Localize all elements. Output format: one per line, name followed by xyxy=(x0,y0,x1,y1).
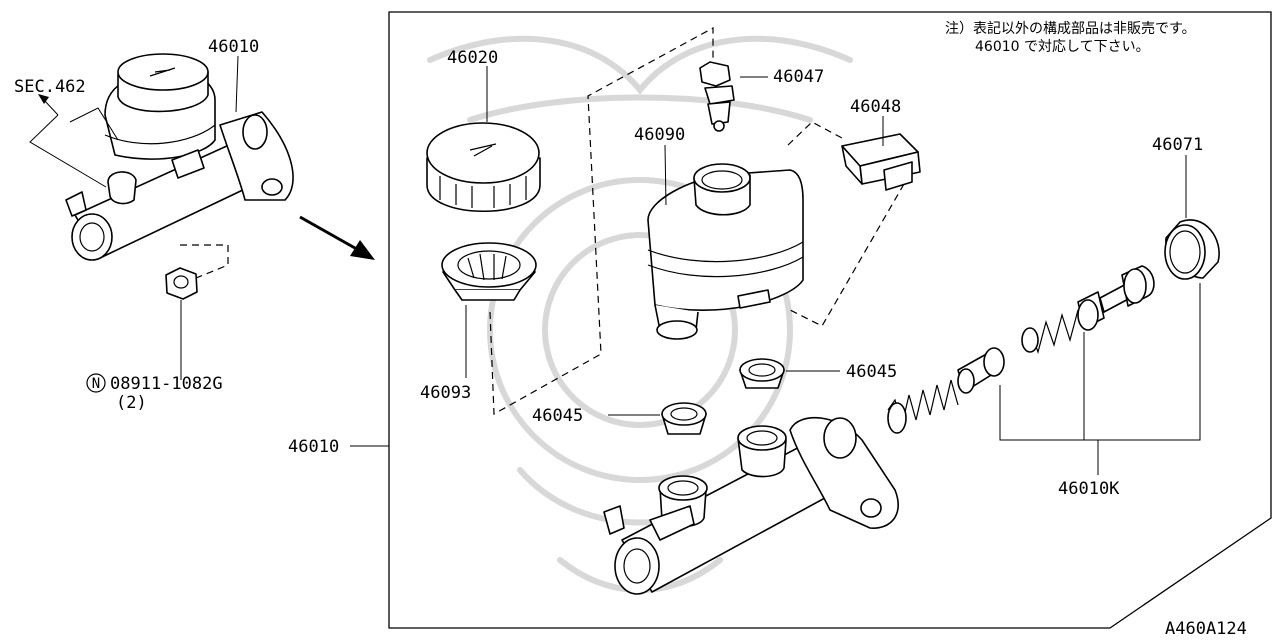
label-nut-part: 08911-1082G xyxy=(110,374,223,394)
part-filter xyxy=(441,242,537,378)
label-section-ref: SEC.462 xyxy=(14,77,86,97)
part-cylinder-body xyxy=(603,416,899,595)
part-grommet-bolt xyxy=(699,61,768,132)
part-cap xyxy=(426,66,541,213)
label-grommet-bolt: 46047 xyxy=(773,67,824,87)
label-cap: 46020 xyxy=(447,48,498,68)
part-connector xyxy=(841,116,921,191)
dashed-guide-reservoir xyxy=(489,26,714,416)
label-nut-qty: (2) xyxy=(116,393,147,413)
n-mark-icon xyxy=(86,373,106,393)
label-body-assembly: 46010 xyxy=(288,437,339,457)
label-piston-kit: 46010K xyxy=(1058,479,1120,499)
part-seal-lower xyxy=(608,402,707,435)
label-connector: 46048 xyxy=(850,97,901,117)
overview-assembly xyxy=(29,53,375,380)
exploded-view-frame xyxy=(388,11,1272,629)
label-filter: 46093 xyxy=(420,383,471,403)
label-overview-assembly: 46010 xyxy=(208,37,259,57)
label-reservoir: 46090 xyxy=(634,125,685,145)
nut-symbol: N xyxy=(92,376,100,392)
part-piston-kit xyxy=(887,265,1201,475)
part-piston-seal xyxy=(1164,155,1220,280)
label-seal-upper: 46045 xyxy=(846,362,897,382)
note-line-2: 46010 で対応して下さい。 xyxy=(975,39,1150,55)
label-piston-seal: 46071 xyxy=(1152,135,1203,155)
dashed-guide-connector xyxy=(787,121,905,327)
note-line-1: 注）表記以外の構成部品は非販売です。 xyxy=(945,20,1196,37)
part-seal-upper xyxy=(739,358,840,389)
nut-callout: N 08911-1082G (2) xyxy=(86,373,223,413)
drawing-code: A460A124 xyxy=(1165,619,1247,638)
part-reservoir xyxy=(647,144,804,340)
label-seal-lower: 46045 xyxy=(532,406,583,426)
